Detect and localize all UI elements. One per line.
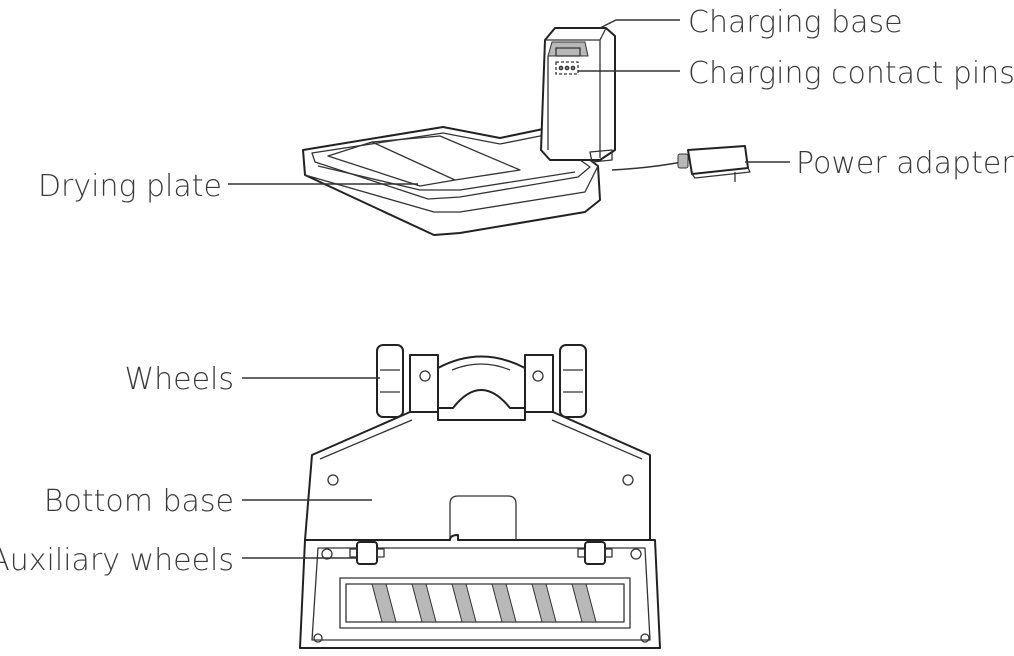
auxiliary-wheel-left (349, 541, 385, 565)
right-wheel (559, 344, 587, 418)
label-power-adapter: Power adapter (796, 146, 1014, 181)
label-charging-contact-pins: Charging contact pins (688, 56, 1014, 91)
left-wheel (376, 344, 404, 418)
label-bottom-base: Bottom base (44, 484, 234, 519)
label-auxiliary-wheels: Auxiliary wheels (0, 543, 234, 578)
charging-base-tower (540, 27, 616, 163)
bottom-base-illustration (299, 344, 661, 649)
drying-plate-tray (302, 126, 601, 236)
leader-charging-base (599, 19, 680, 29)
label-wheels: Wheels (124, 362, 234, 397)
brush-roll (339, 577, 631, 629)
power-adapter-device (611, 145, 751, 182)
label-drying-plate: Drying plate (38, 169, 222, 204)
callout-lines (228, 19, 790, 559)
auxiliary-wheel-right (577, 541, 613, 565)
label-charging-base: Charging base (688, 5, 903, 40)
charging-station-illustration (302, 27, 751, 236)
